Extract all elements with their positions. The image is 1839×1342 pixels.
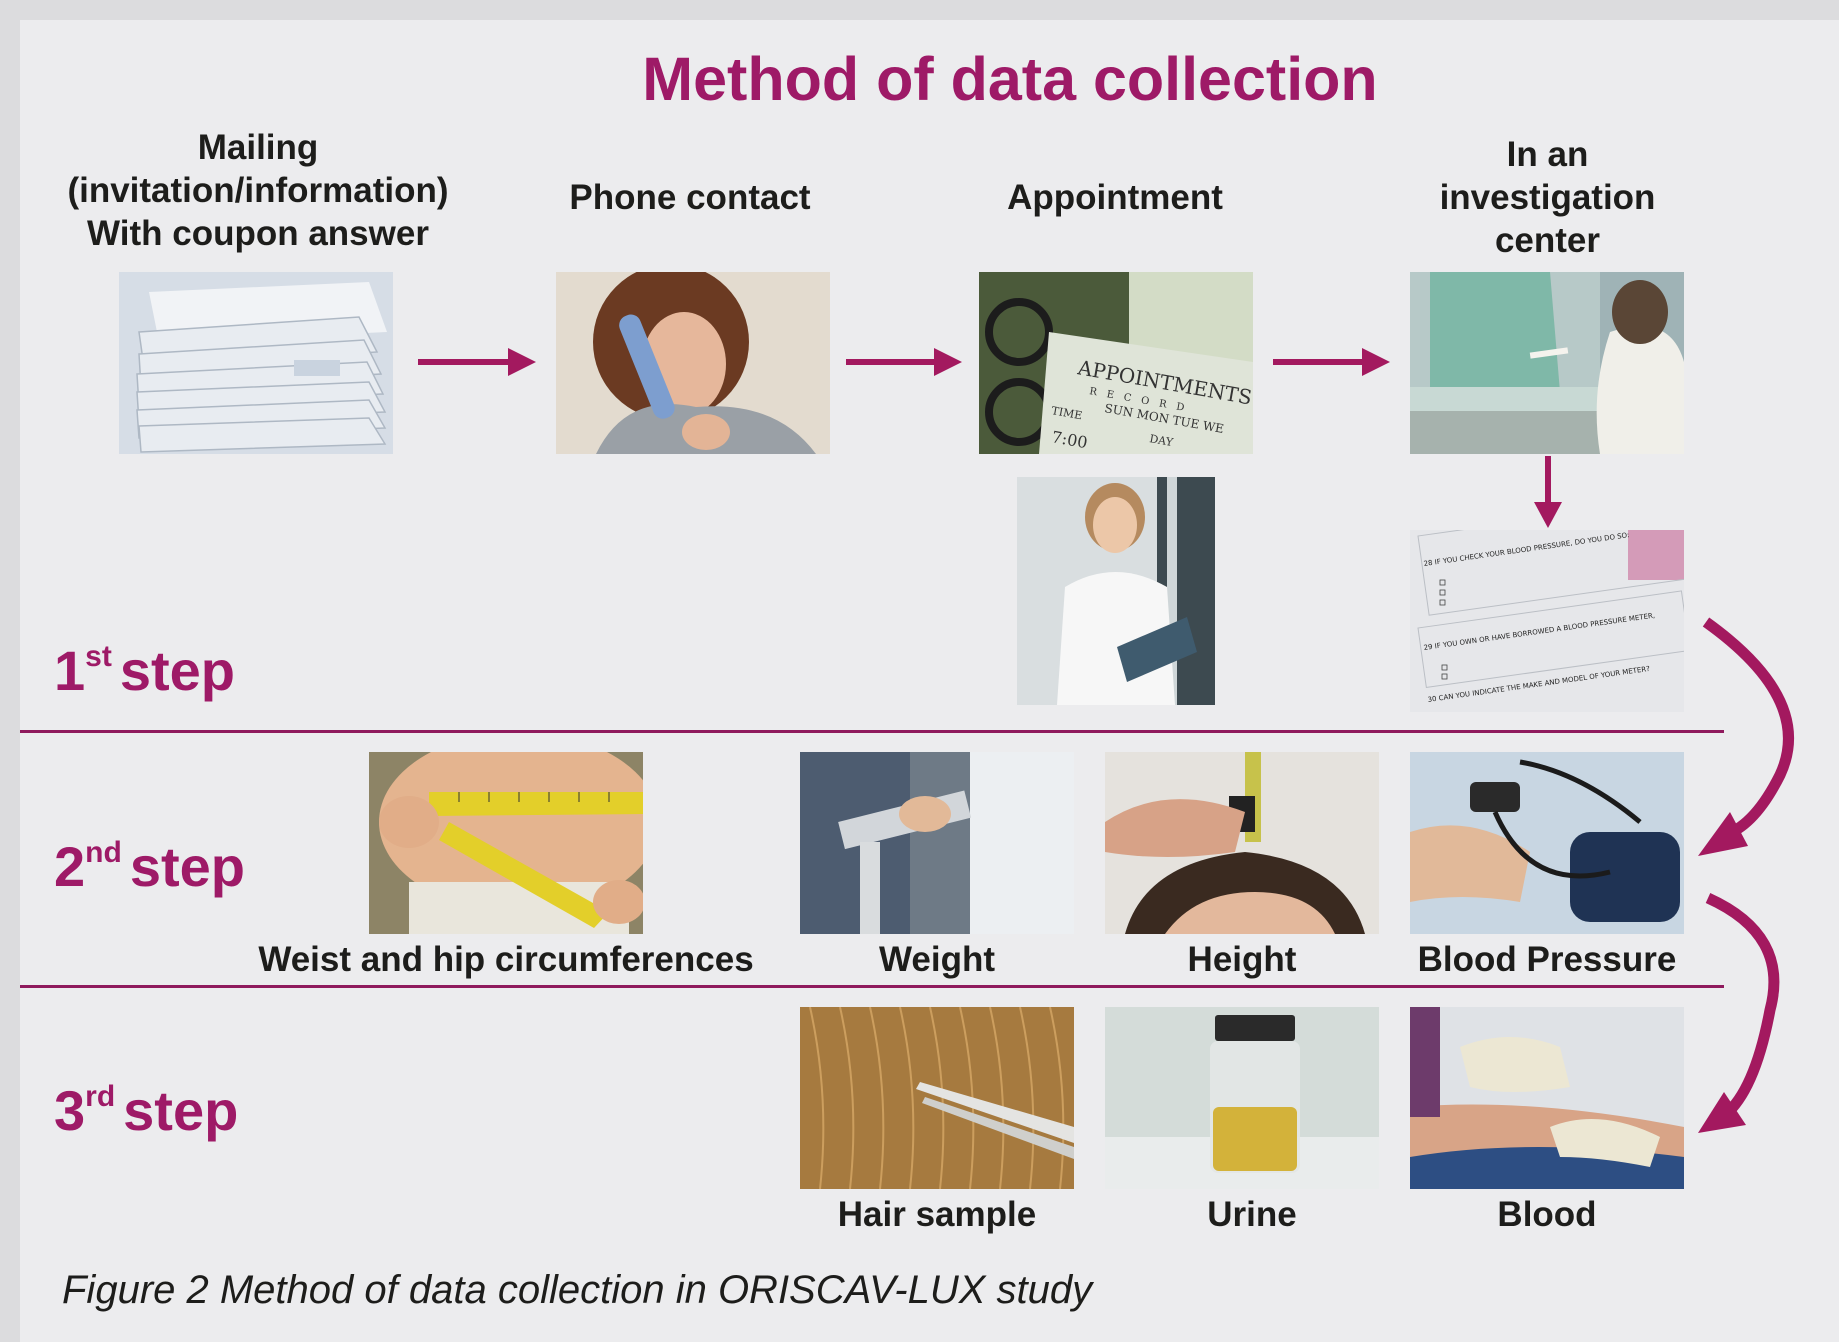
divider-step-1 xyxy=(20,730,1724,733)
weight-label: Weight xyxy=(878,940,995,979)
waist-label: Weist and hip circumferences xyxy=(258,940,754,979)
appointment-card-day-label: DAY xyxy=(1148,432,1174,449)
mailing-label: Mailing (invitation/information) With co… xyxy=(67,128,449,253)
figure-caption: Figure 2 Method of data collection in OR… xyxy=(62,1268,1093,1312)
appointment-label: Appointment xyxy=(1007,178,1223,217)
waist-tape-photo xyxy=(369,752,643,934)
divider-step-2 xyxy=(20,985,1724,988)
questionnaire-photo: 28 IF YOU CHECK YOUR BLOOD PRESSURE, DO … xyxy=(1410,530,1684,712)
hair-sample-label: Hair sample xyxy=(837,1195,1037,1234)
height-label: Height xyxy=(1187,940,1297,979)
height-measure-photo xyxy=(1105,752,1379,934)
phone-contact-photo xyxy=(556,272,830,454)
blood-draw-photo xyxy=(1410,1007,1684,1189)
phone-contact-label: Phone contact xyxy=(569,178,811,217)
blood-pressure-label: Blood Pressure xyxy=(1417,940,1677,979)
hair-sample-photo xyxy=(800,1007,1074,1189)
urine-sample-photo xyxy=(1105,1007,1379,1189)
figure-title: Method of data collection xyxy=(642,45,1378,113)
nurse-photo xyxy=(1017,477,1215,705)
appointment-card-time-label: TIME xyxy=(1050,404,1083,422)
appointment-record-photo: APPOINTMENTS RECORD SUN MON TUE WE TIME … xyxy=(979,272,1253,454)
mailing-envelopes-photo xyxy=(119,272,393,454)
blood-pressure-photo xyxy=(1410,752,1684,934)
blood-label: Blood xyxy=(1497,1195,1597,1234)
weight-scale-photo xyxy=(800,752,1074,934)
urine-label: Urine xyxy=(1207,1195,1297,1234)
reception-desk-photo xyxy=(1410,272,1684,454)
investigation-center-label: In an investigation center xyxy=(1439,135,1656,260)
